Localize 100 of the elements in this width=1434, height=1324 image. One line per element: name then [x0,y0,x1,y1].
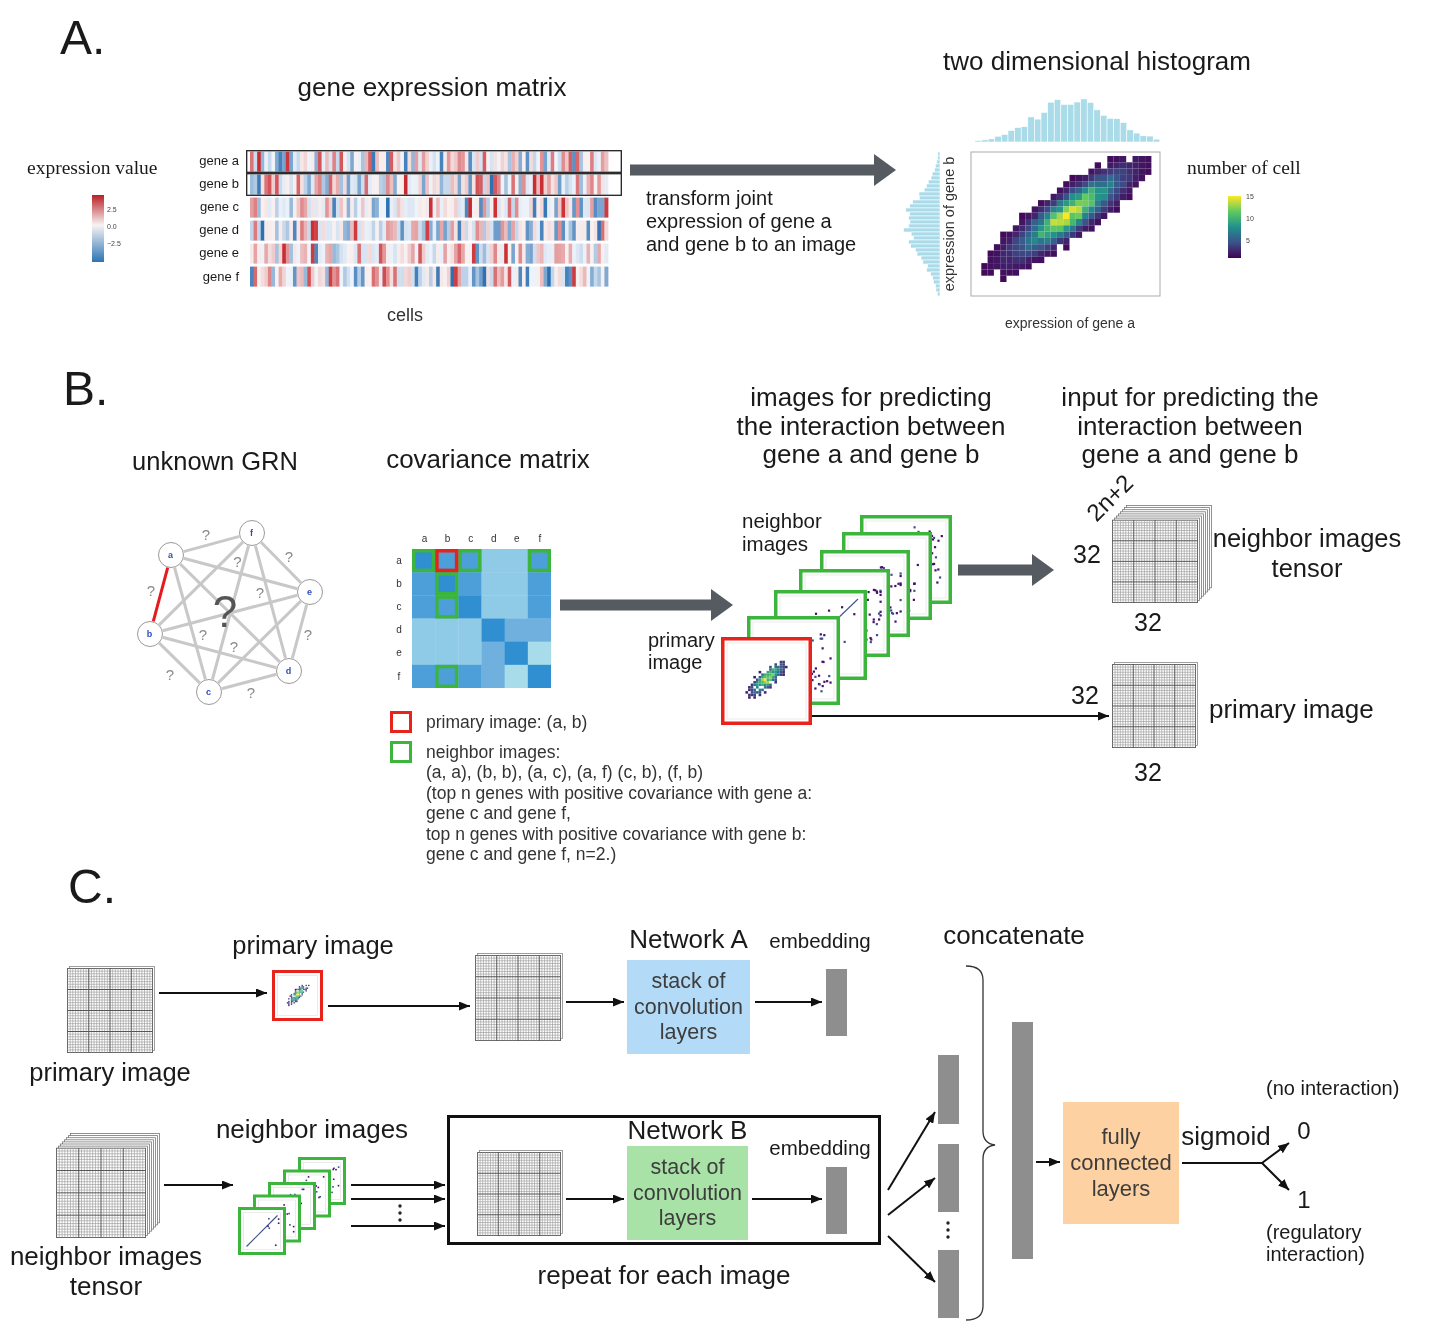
connector-line [173,567,207,680]
grid-image [1112,662,1198,748]
dimension-label: 32 [1134,610,1162,635]
connector-line [162,635,277,670]
edge-label: ? [201,526,211,542]
gene-node [158,542,184,568]
column-label: f [538,533,542,545]
axis-label: expression of gene a [1005,315,1135,332]
node-label: neighbor images [215,1115,409,1145]
arrow [1181,1162,1290,1191]
connector-line [221,672,277,691]
grid-image [477,1150,563,1236]
connector-line [158,541,244,626]
grid-image [67,966,155,1053]
row-label: gene b [199,176,239,192]
column-label: a [421,533,428,545]
node-letter: b [146,628,153,639]
connector-line [183,556,298,591]
node-letter: d [285,665,292,676]
connector-line [151,567,170,622]
column-label: d [491,533,497,545]
section-title: covariance matrix [386,445,590,475]
legend-title: number of cell [1187,157,1301,180]
grid-tensor-stack [56,1133,160,1238]
row-label: gene c [199,199,239,215]
row-label: b [396,578,402,590]
row-label: e [396,647,402,659]
dimension-label: 32 [1071,682,1099,708]
note-text: (a, a), (b, b), (a, c), (a, f) (c, b), (f, b) [426,762,704,782]
section-title: unknown GRN [132,447,298,477]
legend-title: expression value [27,157,158,180]
connector-line [253,545,288,659]
box-text: stack of convolution layers [633,969,744,1046]
arrow [887,1111,936,1191]
output-value: 0 [1294,1117,1314,1145]
column-label: e [514,533,520,545]
image-stack [238,1157,346,1256]
node-letter: f [250,527,253,538]
row-label: gene e [199,245,239,261]
box-heading: Network A [629,928,748,950]
scatter-image [721,637,812,725]
arrow [811,711,1110,721]
edge-label: ? [246,684,256,700]
row-label: gene d [199,222,239,238]
gene-node [297,579,323,605]
panel-letter: B. [63,361,109,417]
node-letter: a [168,549,173,560]
section-title: gene expression matrix [297,73,567,103]
axis-label: cells [387,305,423,326]
gene-node [137,621,163,647]
node-label: primary image [232,931,394,961]
gene-node [196,679,222,705]
arrow [350,1180,446,1190]
edge-label: ? [233,553,242,569]
row-label: c [396,601,402,613]
arrow [350,1221,446,1231]
connector-line [290,604,309,659]
network-frame [447,1115,881,1245]
edge-label: ? [165,666,175,682]
arrow [751,1194,823,1204]
arrow [327,1001,471,1011]
node-label: primary image [1209,695,1374,725]
connector-line [158,642,201,684]
embedding-bar [938,1144,959,1212]
arrow [163,1180,234,1190]
note-text: gene c and gene f, n=2.) [426,844,617,864]
legend-text: neighbor images: [426,742,561,762]
arrow [158,988,268,998]
connector-line [217,600,302,684]
node-label: neighbor images tensor [1211,523,1403,583]
note-text: gene c and gene f, [426,803,571,823]
arrow [565,1194,625,1204]
arrow [887,1177,936,1216]
block-arrow [630,154,896,186]
panel-letter: A. [60,10,106,66]
arrow [754,997,823,1007]
row-label: gene f [202,269,239,285]
scatter-image [272,970,323,1021]
node-label: embedding [769,929,871,953]
concatenated-bar [1012,1022,1033,1259]
section-title: concatenate [943,921,1085,951]
box-text: stack of convolution layers [632,1155,743,1232]
connector-line [183,534,240,554]
embedding-bar [826,969,847,1036]
edge-label: ? [255,584,265,600]
row-label: a [396,555,402,567]
arrow [565,997,625,1007]
note-text: top n genes with positive covariance with gene b: [426,824,807,844]
dense-layer-box [1063,1102,1179,1224]
row-label: f [397,670,401,682]
box-text: fully connected layers [1069,1124,1173,1202]
gene-node [276,658,302,684]
node-label: primary image [648,629,716,673]
question-mark: ? [212,590,238,634]
column-label: c [468,533,474,545]
section-title: input for predicting the interaction between gene a and gene b [1060,383,1320,469]
block-arrow [958,554,1054,586]
column-label: b [444,533,451,545]
section-title: images for predicting the interaction between gene a and gene b [735,383,1007,469]
embedding-bar [938,1055,959,1124]
